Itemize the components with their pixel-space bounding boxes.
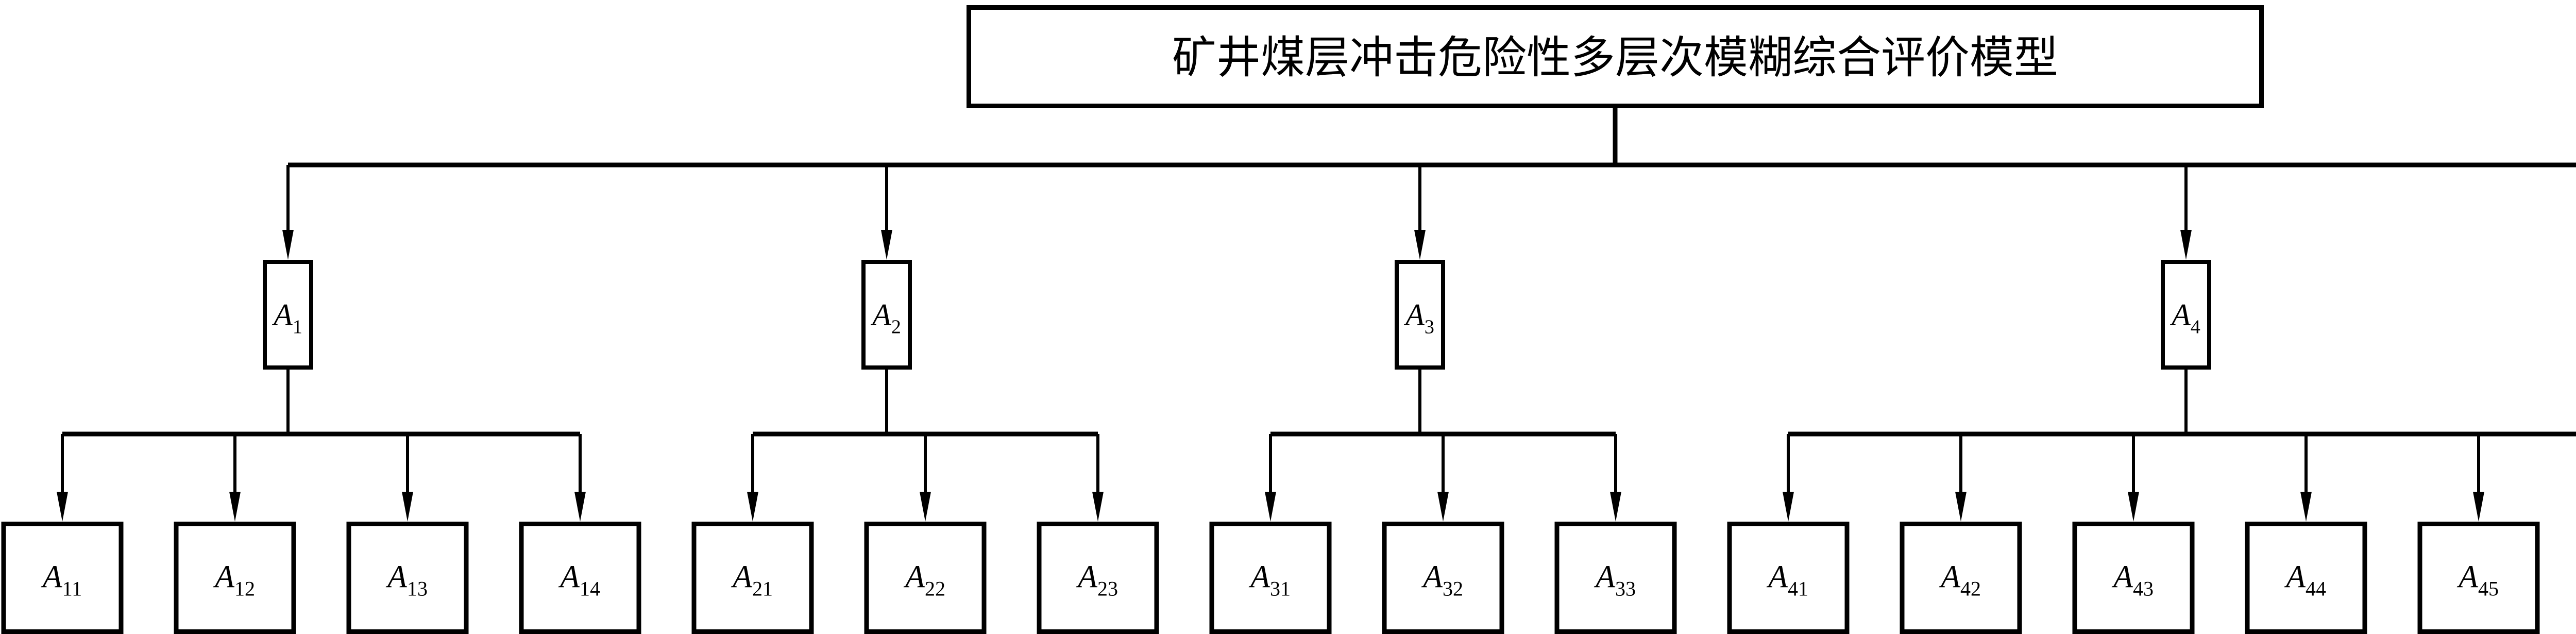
sub-criteria-node-A23[interactable]: A23 bbox=[1037, 522, 1159, 634]
sub-criteria-node-A42[interactable]: A42 bbox=[1900, 522, 2022, 634]
sub-criteria-node-box bbox=[1, 522, 124, 634]
criteria-node-box bbox=[861, 260, 912, 370]
arrow-head-to-A33 bbox=[1610, 492, 1621, 522]
sub-criteria-node-label: A33 bbox=[1594, 560, 1636, 600]
sub-criteria-node-box bbox=[2417, 522, 2540, 634]
arrow-head-to-A14 bbox=[574, 492, 586, 522]
arrow-head-to-A22 bbox=[920, 492, 931, 522]
sub-criteria-node-box bbox=[1209, 522, 1332, 634]
sub-criteria-node-box bbox=[1727, 522, 1850, 634]
sub-criteria-node-label: A41 bbox=[1766, 560, 1808, 600]
node-boxes-layer: 矿井煤层冲击危险性多层次模糊综合评价模型A1A2A3A4A5A11A12A13A… bbox=[1, 5, 2540, 634]
sub-criteria-node-A45[interactable]: A45 bbox=[2417, 522, 2540, 634]
sub-criteria-node-A44[interactable]: A44 bbox=[2245, 522, 2367, 634]
root-node-box bbox=[967, 5, 2264, 108]
arrow-head-to-A45 bbox=[2473, 492, 2484, 522]
sub-criteria-node-box bbox=[2245, 522, 2367, 634]
arrow-head-to-A43 bbox=[2128, 492, 2139, 522]
sub-criteria-node-box bbox=[1900, 522, 2022, 634]
arrow-head-to-A23 bbox=[1092, 492, 1104, 522]
arrow-head-to-A11 bbox=[57, 492, 68, 522]
criteria-node-A2[interactable]: A2 bbox=[861, 260, 912, 370]
sub-criteria-node-A43[interactable]: A43 bbox=[2072, 522, 2195, 634]
arrow-head-to-A44 bbox=[2300, 492, 2312, 522]
sub-criteria-node-label: A14 bbox=[558, 560, 600, 600]
sub-criteria-node-label: A32 bbox=[1421, 560, 1463, 600]
arrow-head-to-A3 bbox=[1414, 230, 1426, 260]
sub-criteria-node-A22[interactable]: A22 bbox=[864, 522, 987, 634]
arrow-head-to-A41 bbox=[1783, 492, 1794, 522]
arrow-head-to-A13 bbox=[402, 492, 413, 522]
criteria-node-label: A4 bbox=[2170, 298, 2200, 338]
sub-criteria-node-A33[interactable]: A33 bbox=[1554, 522, 1677, 634]
sub-criteria-node-label: A31 bbox=[1248, 560, 1291, 600]
criteria-node-box bbox=[1395, 260, 1445, 370]
criteria-node-A3[interactable]: A3 bbox=[1395, 260, 1445, 370]
sub-criteria-node-label: A21 bbox=[731, 560, 773, 600]
sub-criteria-node-box bbox=[519, 522, 641, 634]
sub-criteria-node-A11[interactable]: A11 bbox=[1, 522, 124, 634]
sub-criteria-node-box bbox=[691, 522, 814, 634]
root-node-label: 矿井煤层冲击危险性多层次模糊综合评价模型 bbox=[1172, 32, 2058, 84]
arrow-head-to-A42 bbox=[1955, 492, 1967, 522]
root-node-model-title[interactable]: 矿井煤层冲击危险性多层次模糊综合评价模型 bbox=[967, 5, 2264, 108]
sub-criteria-node-A12[interactable]: A12 bbox=[174, 522, 296, 634]
criteria-node-box bbox=[263, 260, 313, 370]
sub-criteria-node-box bbox=[1554, 522, 1677, 634]
sub-criteria-node-A32[interactable]: A32 bbox=[1382, 522, 1504, 634]
sub-criteria-node-A14[interactable]: A14 bbox=[519, 522, 641, 634]
sub-criteria-node-box bbox=[1382, 522, 1504, 634]
sub-criteria-node-label: A13 bbox=[385, 560, 428, 600]
arrow-head-to-A4 bbox=[2180, 230, 2192, 260]
sub-criteria-node-box bbox=[864, 522, 987, 634]
arrow-head-to-A1 bbox=[282, 230, 294, 260]
sub-criteria-node-label: A44 bbox=[2284, 560, 2326, 600]
criteria-node-A1[interactable]: A1 bbox=[263, 260, 313, 370]
sub-criteria-node-A31[interactable]: A31 bbox=[1209, 522, 1332, 634]
sub-criteria-node-label: A45 bbox=[2456, 560, 2499, 600]
sub-criteria-node-label: A12 bbox=[213, 560, 255, 600]
arrow-head-to-A2 bbox=[881, 230, 892, 260]
criteria-node-box bbox=[2161, 260, 2211, 370]
criteria-node-label: A2 bbox=[870, 298, 901, 338]
arrow-head-to-A32 bbox=[1437, 492, 1449, 522]
sub-criteria-node-A21[interactable]: A21 bbox=[691, 522, 814, 634]
connector-links-layer bbox=[57, 108, 2576, 522]
sub-criteria-node-A13[interactable]: A13 bbox=[346, 522, 469, 634]
arrow-head-to-A12 bbox=[229, 492, 241, 522]
criteria-node-label: A1 bbox=[272, 298, 302, 338]
sub-criteria-node-label: A23 bbox=[1076, 560, 1118, 600]
sub-criteria-node-A41[interactable]: A41 bbox=[1727, 522, 1850, 634]
sub-criteria-node-box bbox=[174, 522, 296, 634]
arrow-head-to-A21 bbox=[747, 492, 758, 522]
sub-criteria-node-label: A42 bbox=[1939, 560, 1981, 600]
sub-criteria-node-label: A22 bbox=[903, 560, 945, 600]
arrow-head-to-A31 bbox=[1265, 492, 1276, 522]
sub-criteria-node-label: A11 bbox=[41, 560, 82, 600]
sub-criteria-node-box bbox=[2072, 522, 2195, 634]
criteria-node-A4[interactable]: A4 bbox=[2161, 260, 2211, 370]
criteria-node-label: A3 bbox=[1403, 298, 1434, 338]
sub-criteria-node-box bbox=[346, 522, 469, 634]
sub-criteria-node-box bbox=[1037, 522, 1159, 634]
sub-criteria-node-label: A43 bbox=[2111, 560, 2154, 600]
